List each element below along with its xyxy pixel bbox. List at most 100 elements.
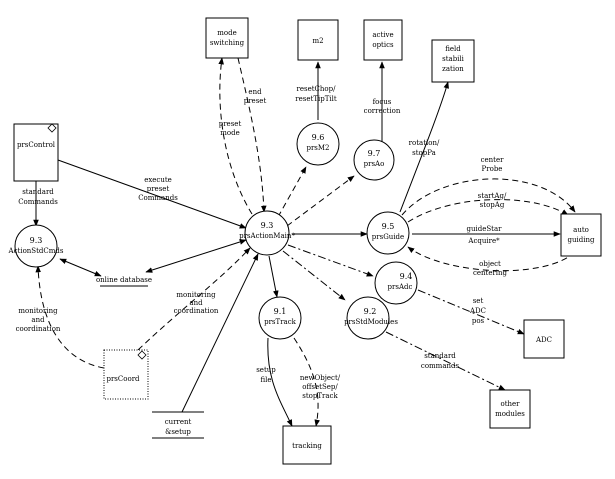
svg-text:ADC: ADC: [469, 307, 486, 315]
process-guide: 9.5 prsGuide: [366, 211, 410, 255]
flow-center-probe: [401, 178, 576, 216]
label-standard-commands-modules: standard commands: [421, 352, 460, 370]
flow-std-commands: [385, 331, 506, 391]
svg-text:prsStdModules: prsStdModules: [344, 318, 398, 326]
svg-text:auto: auto: [573, 226, 589, 234]
entity-other-modules: other modules: [489, 389, 531, 429]
svg-text:&setup: &setup: [165, 428, 191, 436]
svg-text:modules: modules: [495, 410, 525, 418]
flow-new-object: [293, 337, 320, 427]
svg-text:other: other: [500, 400, 520, 408]
svg-text:setup: setup: [256, 366, 276, 374]
flow-setup-file: [267, 337, 293, 427]
svg-text:offsetSep/: offsetSep/: [302, 383, 338, 391]
label-setup-file: setup file: [256, 366, 276, 384]
flow-main-adc: [287, 244, 374, 277]
svg-text:guiding: guiding: [568, 236, 595, 244]
svg-text:Acquire*: Acquire*: [467, 237, 500, 245]
label-monitoring-mid: monitoring and coordination: [174, 291, 219, 315]
svg-text:prsGuide: prsGuide: [372, 233, 404, 241]
flow-main-ao: [286, 175, 355, 227]
svg-text:prsActionMain*: prsActionMain*: [239, 232, 295, 240]
svg-text:commands: commands: [421, 362, 460, 370]
svg-text:rotation/: rotation/: [409, 139, 440, 147]
svg-text:mode: mode: [220, 129, 239, 137]
svg-text:guideStar: guideStar: [467, 225, 503, 233]
svg-text:online database: online database: [96, 276, 152, 284]
label-guidestar: guideStar Acquire*: [467, 225, 503, 245]
label-focus-correction: focus correction: [364, 98, 401, 115]
svg-text:9.4: 9.4: [400, 272, 413, 281]
svg-text:9.3: 9.3: [261, 221, 274, 230]
svg-text:Probe: Probe: [482, 165, 503, 173]
svg-text:9.3: 9.3: [30, 236, 43, 245]
flow-monitoring-mid: [137, 247, 251, 351]
svg-text:current: current: [165, 418, 192, 426]
svg-text:9.1: 9.1: [274, 307, 287, 316]
svg-text:file: file: [260, 376, 271, 384]
svg-text:standard: standard: [424, 352, 456, 360]
svg-text:and: and: [31, 316, 45, 324]
svg-text:active: active: [372, 31, 393, 39]
svg-text:object: object: [479, 260, 501, 268]
entity-adc: ADC: [523, 319, 565, 359]
svg-text:9.7: 9.7: [368, 149, 381, 158]
flow-end-preset: [237, 57, 267, 213]
svg-text:prsAo: prsAo: [364, 160, 385, 168]
flow-adc-pos: [417, 289, 525, 335]
svg-text:prsTrack: prsTrack: [264, 318, 297, 326]
flow-object-centering: [407, 246, 576, 272]
flow-rotation: [399, 81, 449, 213]
svg-text:stopTrack: stopTrack: [302, 392, 338, 400]
process-track: 9.1 prsTrack: [258, 296, 302, 340]
label-new-object: newObject/ offsetSep/ stopTrack: [300, 374, 341, 400]
svg-text:standard: standard: [22, 188, 54, 196]
svg-text:prsM2: prsM2: [306, 144, 329, 152]
process-std-modules: 9.2 prsStdModules: [344, 296, 398, 340]
svg-text:focus: focus: [373, 98, 392, 106]
svg-text:optics: optics: [372, 41, 394, 49]
flow-stdcmds-database: [59, 258, 102, 277]
svg-text:prsAdc: prsAdc: [388, 283, 413, 291]
entity-m2: m2: [297, 19, 339, 61]
entity-auto-guiding: auto guiding: [560, 213, 602, 257]
svg-text:newObject/: newObject/: [300, 374, 341, 382]
label-standard-commands: standard Commands: [18, 188, 58, 206]
process-m2: 9.6 prsM2: [296, 122, 340, 166]
svg-text:coordination: coordination: [16, 325, 61, 333]
flow-main-track: [268, 255, 279, 298]
flow-main-m2proc: [277, 166, 307, 218]
label-startag: startAg/ stopAg: [478, 192, 507, 209]
entity-tracking: tracking: [282, 425, 332, 465]
label-preset-mode: preset mode: [219, 120, 242, 137]
svg-text:prsControl: prsControl: [17, 141, 56, 149]
entity-prs-control: prsControl: [13, 123, 59, 182]
process-adc: 9.4 prsAdc: [374, 261, 418, 305]
svg-text:stabili: stabili: [442, 55, 465, 63]
svg-text:execute: execute: [144, 176, 172, 184]
label-object-centering: object centering: [473, 260, 508, 277]
svg-text:switching: switching: [210, 39, 245, 47]
process-ao: 9.7 prsAo: [353, 139, 395, 181]
svg-text:preset: preset: [219, 120, 242, 128]
svg-text:9.2: 9.2: [364, 307, 377, 316]
store-online-database: online database: [96, 276, 152, 287]
flow-startag: [407, 199, 569, 223]
label-monitoring-left: monitoring and coordination: [16, 307, 61, 333]
corner-mark-icon: [47, 123, 57, 133]
flow-database-main: [145, 239, 247, 273]
svg-text:ActionStdCmds: ActionStdCmds: [8, 247, 64, 255]
svg-text:Commands: Commands: [138, 194, 178, 202]
svg-text:center: center: [481, 156, 505, 164]
svg-text:and: and: [189, 299, 203, 307]
flow-main-stdmodules: [282, 250, 346, 301]
svg-text:pos: pos: [472, 317, 485, 325]
svg-text:end: end: [248, 88, 262, 96]
svg-text:9.5: 9.5: [382, 222, 395, 231]
label-adc-pos: set ADC pos: [469, 297, 486, 325]
svg-text:preset: preset: [244, 97, 267, 105]
svg-text:centering: centering: [473, 269, 508, 277]
label-reset-chop: resetChop/ resetTipTilt: [295, 85, 337, 103]
entity-field-stabilization: field stabili zation: [431, 39, 475, 83]
